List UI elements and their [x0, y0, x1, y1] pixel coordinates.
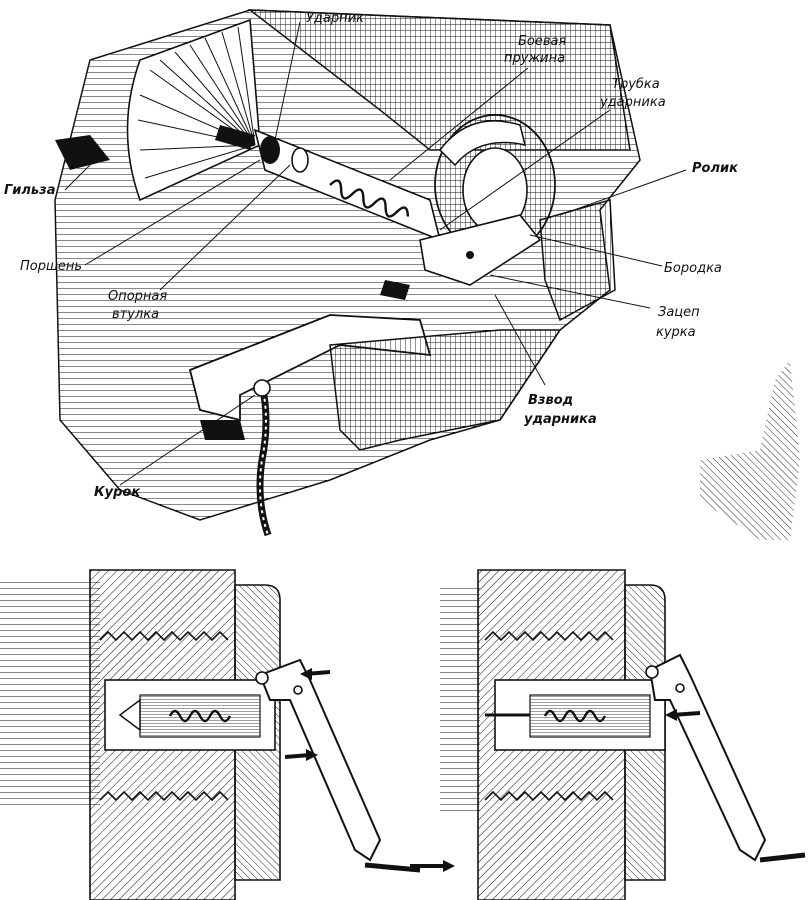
label-opornaya-2: втулка — [112, 307, 159, 322]
section-view-left — [0, 569, 455, 900]
cone-rays — [137, 26, 256, 179]
lanyard-left — [364, 862, 421, 873]
label-opornaya-1: Опорная — [108, 289, 167, 304]
label-zatsep-1: Зацеп — [658, 305, 700, 320]
section-view-right — [440, 569, 806, 900]
callout-labels: Ударник Боевая пружина Трубка ударника Р… — [4, 11, 739, 500]
label-borodka: Бородка — [664, 261, 722, 276]
lanyard-right — [759, 852, 806, 863]
arrow-pull-right — [410, 860, 455, 872]
beard-piece — [419, 214, 542, 286]
label-trubka-2: ударника — [599, 95, 666, 110]
label-vzvod-1: Взвод — [528, 393, 573, 408]
label-udarnik: Ударник — [306, 11, 364, 26]
arrow-push-left-2 — [665, 709, 701, 721]
label-kurok: Курок — [94, 485, 141, 500]
cartridge-cone — [126, 18, 261, 202]
right-bracket — [539, 199, 616, 322]
label-gilza: Гильза — [4, 183, 55, 198]
label-rolik: Ролик — [692, 161, 739, 176]
label-boevaya-1: Боевая — [518, 34, 566, 49]
label-zatsep-2: курка — [656, 325, 696, 340]
label-vzvod-2: ударника — [524, 412, 597, 427]
arrow-right-small — [284, 749, 318, 761]
label-porshen: Поршень — [20, 259, 82, 274]
label-trubka-1: Трубка — [612, 77, 660, 92]
lower-block — [329, 329, 562, 451]
label-boevaya-2: пружина — [504, 51, 565, 66]
perspective-view — [54, 9, 641, 537]
leader-lines — [64, 21, 687, 486]
margin-hatching — [700, 360, 800, 540]
mainspring-coils — [329, 179, 410, 218]
roller-ring — [434, 114, 556, 256]
arrow-push-left — [300, 668, 331, 680]
